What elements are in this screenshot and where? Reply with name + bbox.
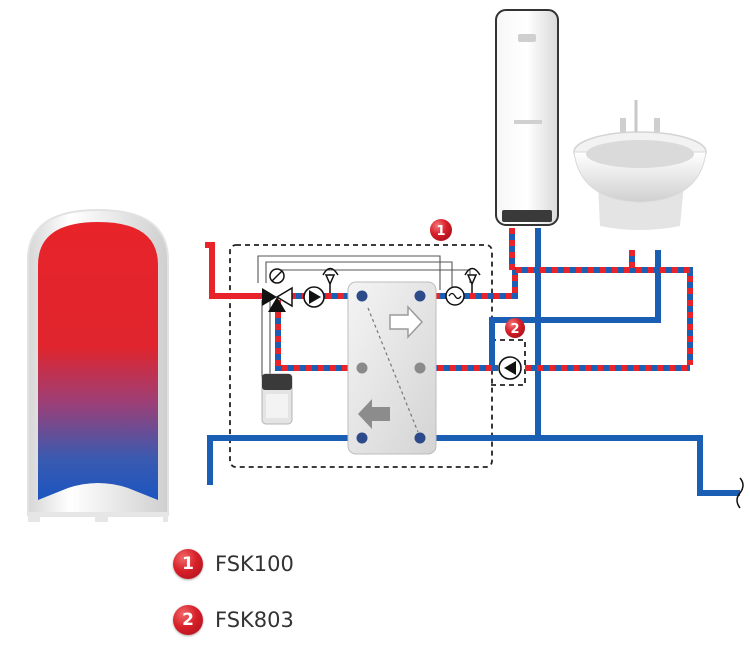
plate-heat-exchanger bbox=[347, 281, 437, 455]
legend-label: FSK100 bbox=[215, 552, 294, 576]
pipe-break-icon bbox=[736, 477, 744, 509]
circulation-pump-icon bbox=[303, 286, 325, 308]
marker-module-1: 1 bbox=[430, 219, 452, 241]
legend-item-2: 2 FSK803 bbox=[173, 605, 294, 635]
temperature-sensor-icon bbox=[322, 267, 339, 293]
temperature-sensor-icon bbox=[464, 267, 481, 293]
wash-basin bbox=[573, 100, 707, 230]
circulation-pump-icon bbox=[498, 356, 522, 380]
module-2-boundary bbox=[491, 339, 526, 386]
legend-badge: 2 bbox=[173, 605, 203, 635]
arrow-left-icon bbox=[358, 399, 390, 429]
marker-module-2: 2 bbox=[505, 318, 525, 338]
controller-unit bbox=[261, 373, 293, 425]
marker-number: 2 bbox=[510, 322, 519, 337]
storage-tank bbox=[27, 208, 169, 523]
circulation-pipes bbox=[275, 228, 693, 371]
flow-sensor-icon bbox=[445, 286, 465, 306]
legend-badge: 1 bbox=[173, 549, 203, 579]
arrow-right-icon bbox=[389, 305, 424, 339]
three-way-valve-icon bbox=[262, 268, 293, 312]
heat-source-unit bbox=[495, 9, 559, 226]
legend-label: FSK803 bbox=[215, 608, 294, 632]
legend-item-1: 1 FSK100 bbox=[173, 549, 294, 579]
marker-number: 1 bbox=[436, 224, 445, 239]
hot-water-pipes bbox=[205, 242, 262, 299]
